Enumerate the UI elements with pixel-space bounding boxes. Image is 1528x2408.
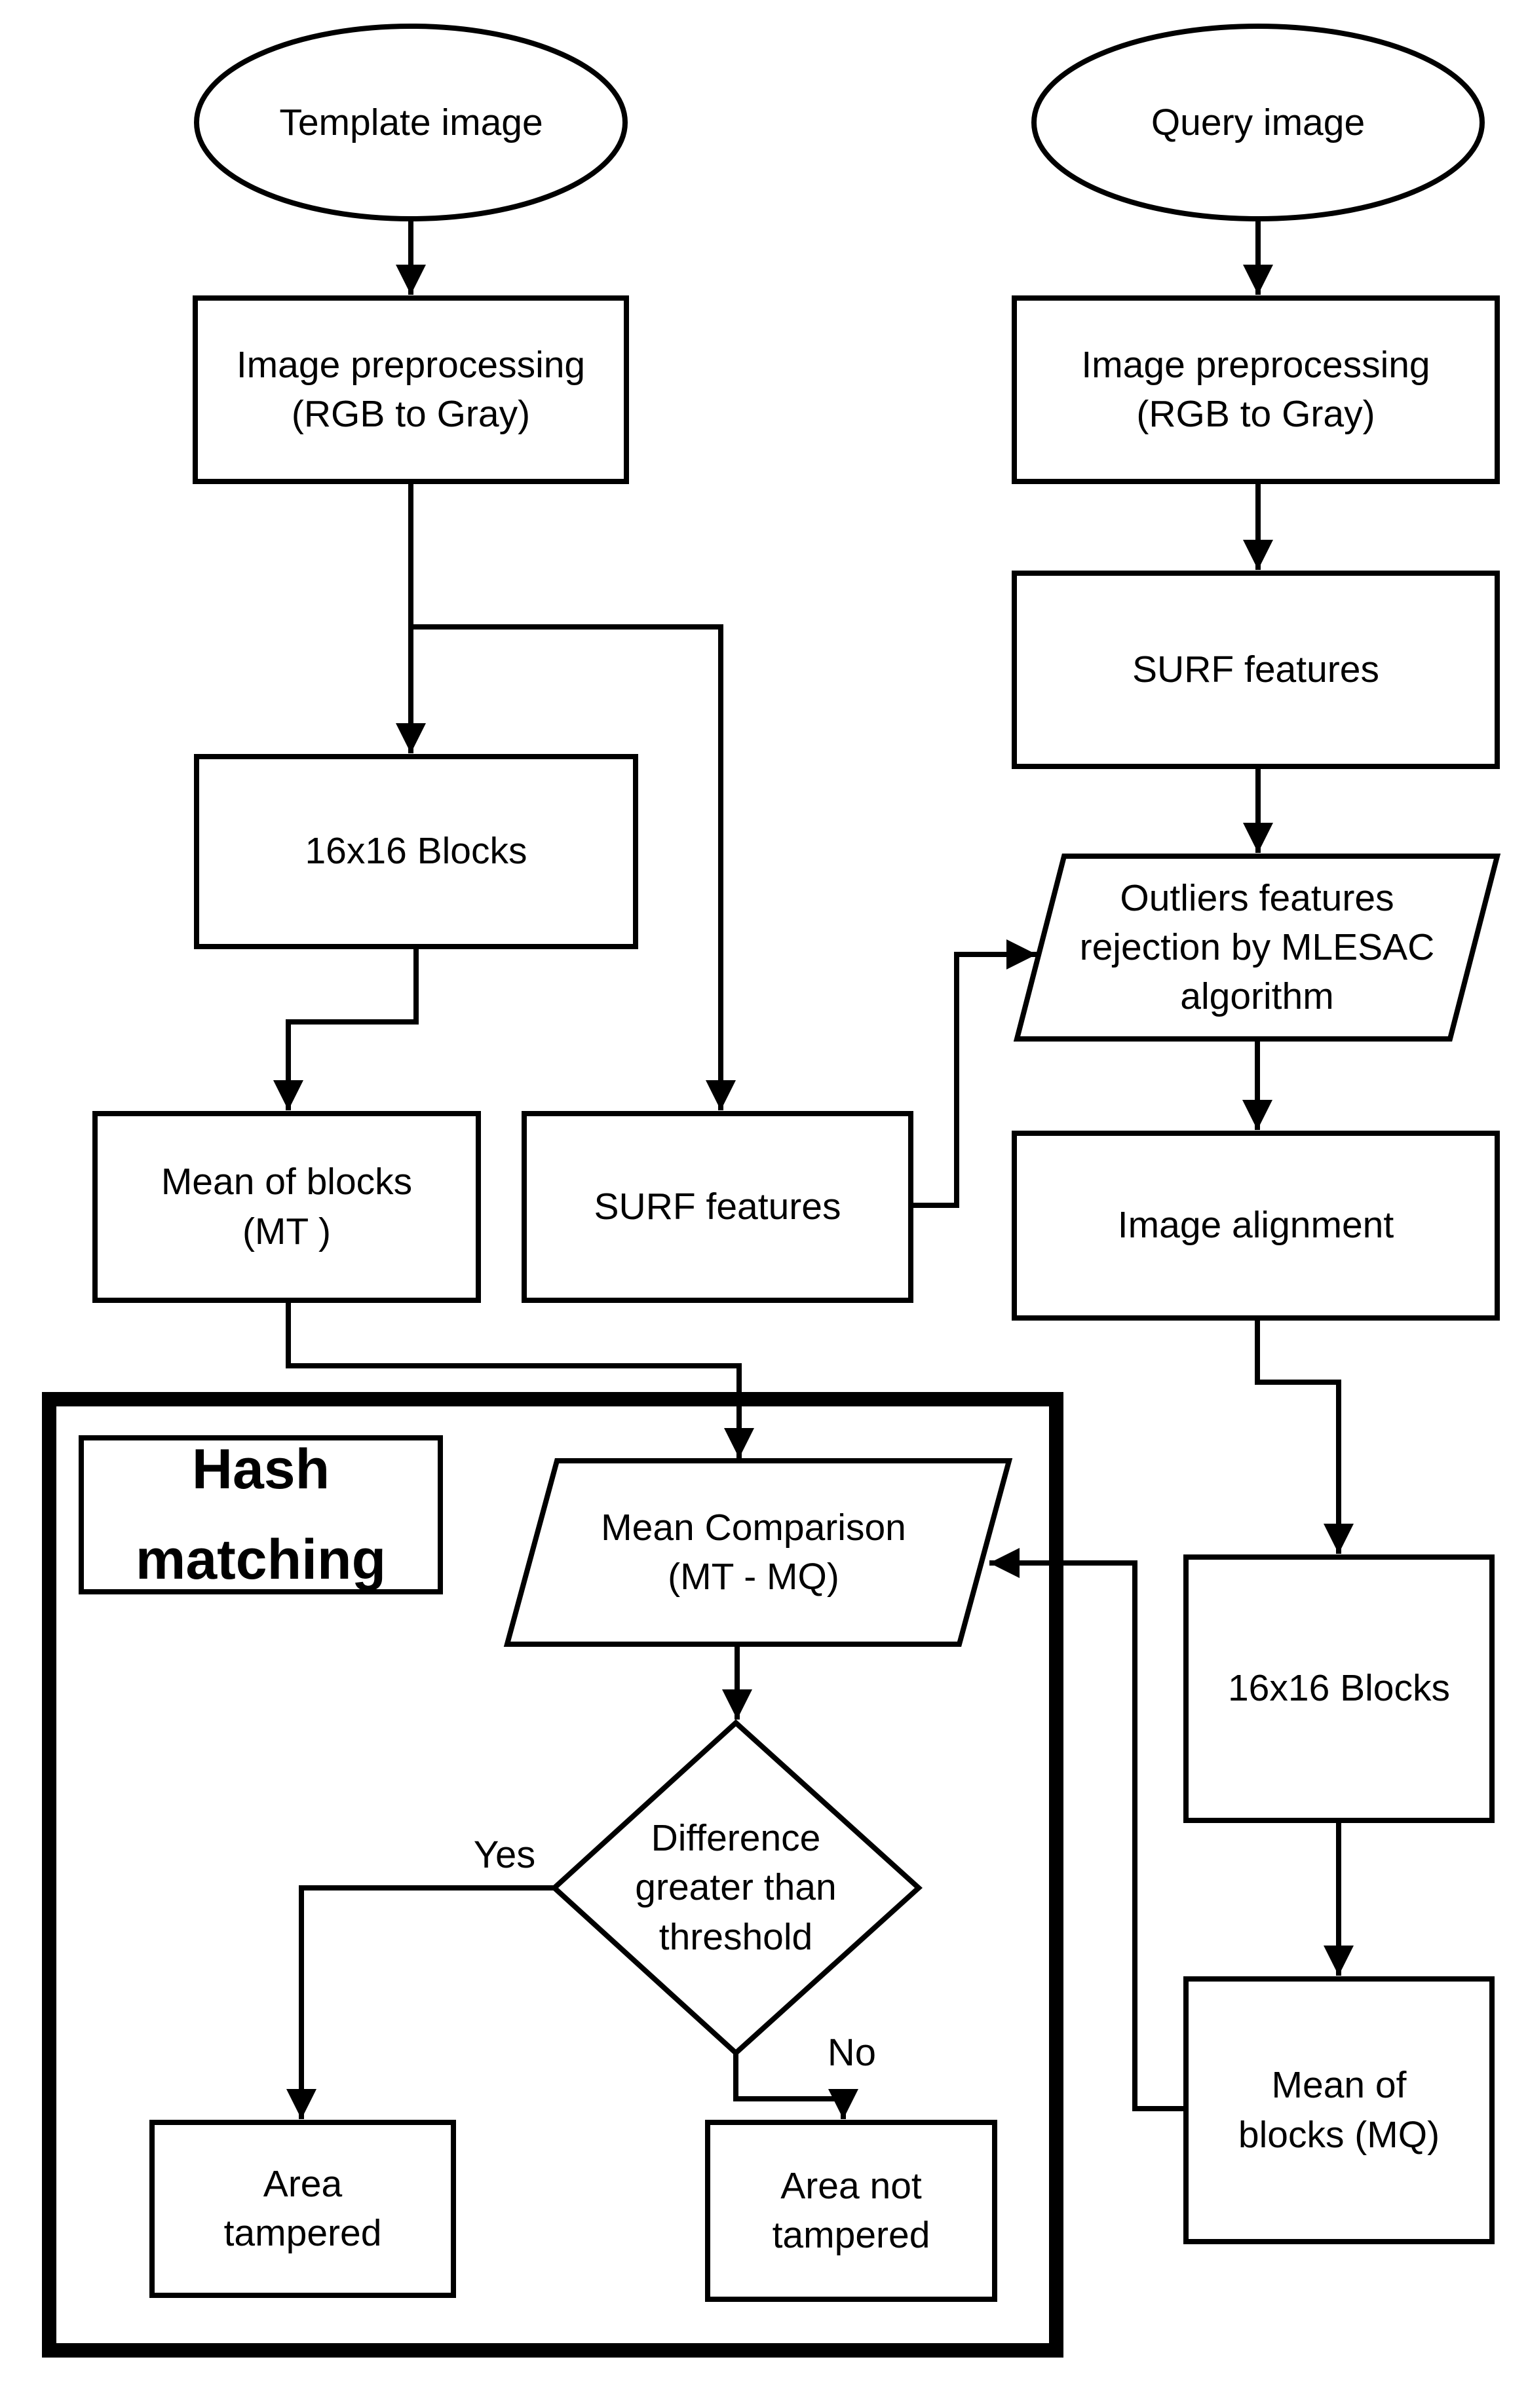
mean-comparison-parallelogram	[503, 1458, 1013, 1647]
query-image-label: Query image	[1151, 101, 1366, 143]
area-not-tampered-label: Area not tampered	[772, 2164, 930, 2256]
surf-features-right-label: SURF features	[1132, 648, 1379, 690]
hash-matching-label-box	[79, 1435, 443, 1594]
hash-matching-group-border	[42, 1392, 1063, 2358]
image-alignment-box	[1012, 1131, 1500, 1321]
area-tampered-label: Area tampered	[223, 2162, 382, 2254]
16x16-blocks-right-box	[1183, 1554, 1495, 1823]
mean-of-blocks-mt-label: Mean of blocks (MT )	[161, 1161, 413, 1252]
no-edge-label: No	[827, 2031, 877, 2074]
surf-features-left-label: SURF features	[594, 1185, 841, 1228]
surf-features-left-box	[522, 1111, 913, 1303]
template-image-label: Template image	[279, 101, 543, 143]
edge-decision-no-to-area-not-tampered	[733, 2053, 858, 2119]
template-image-terminator	[194, 24, 628, 221]
image-preprocessing-left-label: Image preprocessing (RGB to Gray)	[236, 343, 586, 435]
edge-mean-of-blocks-mt-to-mean-comparison	[286, 1300, 754, 1458]
edge-preprocessing-to-surf-features-left	[411, 624, 736, 1110]
image-preprocessing-right-label: Image preprocessing (RGB to Gray)	[1081, 343, 1430, 435]
yes-edge-label: Yes	[473, 1833, 536, 1876]
edge-mean-of-blocks-mq-to-mean-comparison	[989, 1548, 1186, 2111]
edge-image-alignment-to-16x16-blocks-right	[1255, 1318, 1354, 1554]
surf-features-right-box	[1012, 571, 1500, 769]
edge-decision-yes-to-area-tampered	[286, 1885, 554, 2119]
16x16-blocks-left-box	[194, 754, 638, 949]
outliers-rejection-label: Outliers features rejection by MLESAC al…	[1079, 876, 1435, 1018]
outliers-rejection-parallelogram	[1013, 854, 1501, 1042]
mean-comparison-label: Mean Comparison (MT - MQ)	[601, 1506, 906, 1598]
query-image-terminator	[1031, 24, 1485, 221]
image-preprocessing-right-box	[1012, 295, 1500, 484]
decision-label: Difference greater than threshold	[635, 1817, 837, 1958]
hash-matching-label: Hash matching	[135, 1437, 387, 1591]
decision-diamond	[550, 1719, 923, 2057]
edge-16x16-blocks-to-mean-of-blocks-mt	[273, 947, 419, 1110]
image-preprocessing-left-box	[193, 295, 629, 484]
mean-of-blocks-mq-box	[1183, 1976, 1495, 2244]
edge-surf-features-left-to-outliers-rejection	[911, 939, 1037, 1208]
area-not-tampered-box	[705, 2120, 997, 2302]
mean-of-blocks-mq-label: Mean of blocks (MQ)	[1238, 2064, 1440, 2156]
16x16-blocks-right-label: 16x16 Blocks	[1227, 1667, 1451, 1710]
area-tampered-box	[149, 2120, 456, 2298]
mean-of-blocks-mt-box	[92, 1111, 481, 1303]
16x16-blocks-left-label: 16x16 Blocks	[305, 830, 527, 873]
image-alignment-label: Image alignment	[1117, 1204, 1394, 1247]
